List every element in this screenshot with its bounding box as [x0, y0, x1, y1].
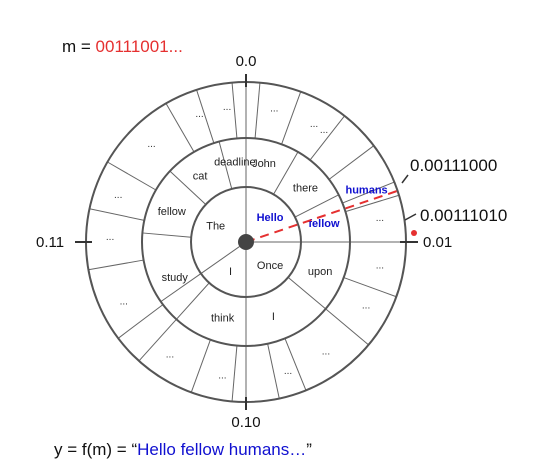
outer-ellipsis: ... — [120, 296, 128, 307]
inner-ring — [190, 186, 302, 298]
middle-word: cat — [193, 170, 208, 182]
inner-divider — [200, 246, 240, 274]
outer-ellipsis: ... — [322, 347, 330, 358]
tick-top-label: 0.0 — [236, 53, 257, 70]
outer-ellipsis: ... — [195, 109, 203, 120]
outer-ellipsis: ... — [376, 260, 384, 271]
outer-ellipsis: ... — [376, 213, 384, 224]
pointer-dot — [411, 230, 417, 236]
outer-divider — [345, 194, 400, 213]
outer-ellipsis: ... — [147, 139, 155, 150]
interval-upper-leader — [401, 174, 409, 184]
middle-word: upon — [308, 266, 332, 278]
middle-word: I — [272, 311, 275, 323]
inner-word: The — [206, 220, 225, 232]
ring-dividers — [88, 82, 406, 402]
outer-divider — [88, 259, 144, 271]
output-suffix: ” — [306, 440, 312, 459]
outer-ellipsis: ... — [362, 300, 370, 311]
output-line: y = f(m) = “Hello fellow humans…” — [54, 440, 312, 459]
message-prefix: m = — [62, 37, 96, 56]
middle-divider — [218, 141, 233, 190]
outer-ellipsis: ... — [223, 102, 231, 113]
pointer-line — [245, 189, 401, 243]
interval-lower-leader — [404, 213, 417, 221]
tick-bottom-label: 0.10 — [231, 414, 260, 431]
outer-ellipsis: ... — [320, 125, 328, 136]
middle-divider — [160, 273, 202, 303]
interval-lower-label: 0.00111010 — [420, 206, 507, 225]
outer-divider — [165, 103, 195, 153]
middle-divider — [273, 151, 299, 195]
outer-divider — [196, 89, 215, 144]
center-hub — [238, 234, 254, 250]
outer-ellipsis: ... — [284, 366, 292, 377]
outer-divider — [267, 343, 280, 399]
outer-divider — [231, 345, 238, 402]
middle-divider — [142, 232, 192, 238]
middle-divider — [294, 194, 339, 218]
middle-word: think — [211, 312, 235, 324]
outer-ellipsis: ... — [106, 232, 114, 243]
outer-divider — [343, 277, 397, 298]
middle-word: fellow — [308, 218, 340, 230]
outer-ellipsis: ... — [218, 371, 226, 382]
inner-word: I — [229, 266, 232, 278]
outer-ellipsis: ... — [166, 349, 174, 360]
message-line: m = 00111001... — [62, 37, 183, 56]
tick-right-label: 0.01 — [423, 234, 452, 251]
middle-word: there — [293, 182, 318, 194]
inner-word: Once — [257, 260, 283, 272]
outer-divider — [107, 161, 157, 191]
outer-ellipsis: ... — [310, 119, 318, 130]
middle-word: study — [162, 272, 189, 284]
outer-divider — [342, 181, 395, 204]
ring-labels: HelloOnceITheJohntherefellowuponIthinkst… — [106, 102, 388, 382]
middle-divider — [176, 282, 210, 320]
outer-divider — [89, 208, 145, 221]
middle-divider — [169, 170, 207, 205]
message-bits: 00111001... — [96, 37, 183, 56]
outer-divider — [254, 82, 261, 139]
outer-divider — [284, 338, 307, 391]
middle-word: fellow — [158, 206, 186, 218]
inner-word: Hello — [257, 212, 284, 224]
outer-divider — [231, 82, 238, 139]
middle-word: John — [252, 158, 276, 170]
middle-word: deadline — [214, 157, 256, 169]
outer-divider — [325, 308, 369, 346]
outer-divider — [328, 145, 375, 180]
outer-ellipsis: ... — [270, 104, 278, 115]
outer-divider — [309, 115, 345, 161]
outer-divider — [281, 91, 302, 145]
interval-upper-label: 0.00111000 — [410, 156, 497, 175]
outer-divider — [138, 318, 177, 362]
outer-word-highlight: humans — [345, 185, 387, 197]
middle-divider — [287, 276, 326, 310]
middle-ring — [141, 137, 351, 347]
output-prefix: y = f(m) = “ — [54, 440, 137, 459]
outer-divider — [117, 304, 164, 339]
tick-left-label: 0.11 — [36, 234, 64, 251]
output-text: Hello fellow humans… — [137, 440, 306, 459]
outer-divider — [190, 339, 211, 393]
outer-ellipsis: ... — [114, 190, 122, 201]
